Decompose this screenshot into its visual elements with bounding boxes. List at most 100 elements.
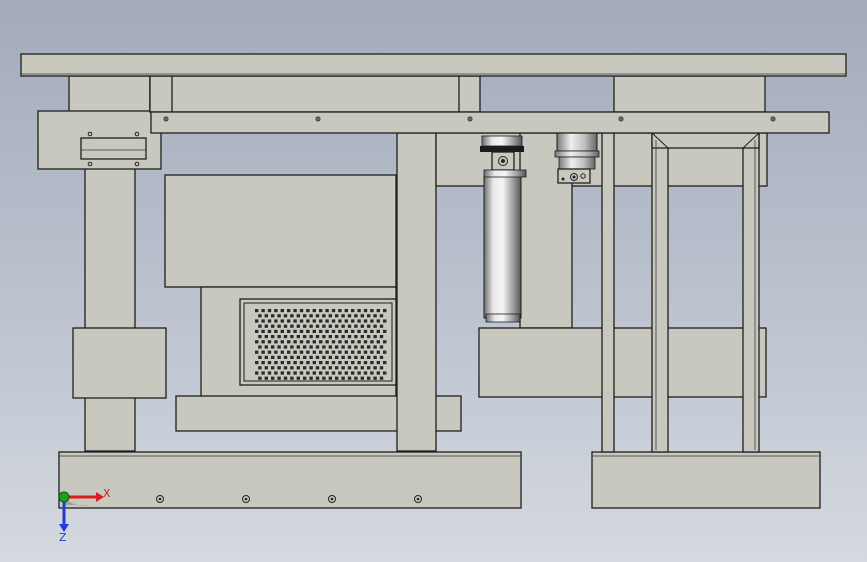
grille-hole — [277, 335, 281, 339]
grille-hole — [376, 350, 380, 354]
grille-hole — [277, 366, 281, 370]
grille-hole — [319, 319, 323, 323]
grille-hole — [338, 371, 342, 375]
grille-hole — [280, 329, 284, 333]
grille-holes — [255, 309, 387, 380]
grille-hole — [370, 361, 374, 365]
grille-hole — [283, 314, 288, 318]
grille-hole — [296, 345, 300, 349]
grille-hole — [328, 324, 332, 328]
grille-hole — [312, 361, 316, 365]
grille-hole — [367, 314, 371, 318]
grille-hole — [376, 340, 380, 344]
grille-hole — [335, 314, 339, 318]
grille-hole — [367, 335, 371, 339]
grille-hole — [267, 329, 272, 333]
grille-hole — [303, 355, 307, 359]
grille-hole — [258, 376, 262, 380]
grille-hole — [258, 366, 262, 370]
grille-hole — [322, 355, 326, 359]
grille-hole — [296, 324, 300, 328]
grille-hole — [296, 314, 300, 318]
grille-hole — [306, 309, 310, 313]
servo-motor — [554, 132, 600, 184]
grille-hole — [363, 371, 368, 375]
grille-hole — [277, 376, 281, 380]
grille-hole — [325, 371, 329, 375]
grille-hole — [347, 376, 352, 380]
grille-hole — [255, 361, 259, 365]
grille-hole — [255, 371, 259, 375]
grille-hole — [296, 366, 300, 370]
grille-hole — [347, 335, 352, 339]
grille-hole — [309, 345, 313, 349]
grille-hole — [293, 319, 297, 323]
grille-hole — [370, 319, 374, 323]
grille-hole — [309, 324, 313, 328]
grille-hole — [277, 324, 281, 328]
grille-hole — [283, 355, 288, 359]
grille-hole — [367, 345, 371, 349]
grille-hole — [258, 335, 262, 339]
grille-hole — [331, 371, 336, 375]
grille-hole — [299, 371, 304, 375]
grille-hole — [283, 324, 288, 328]
grille-hole — [271, 355, 275, 359]
grille-hole — [376, 309, 380, 313]
grille-hole — [258, 345, 262, 349]
grille-hole — [271, 324, 275, 328]
grille-hole — [306, 340, 310, 344]
grille-hole — [351, 361, 355, 365]
grille-hole — [367, 366, 371, 370]
grille-hole — [287, 329, 291, 333]
grille-hole — [303, 376, 307, 380]
grille-hole — [338, 340, 342, 344]
grille-hole — [322, 335, 326, 339]
grille-hole — [344, 361, 348, 365]
grille-hole — [383, 309, 387, 313]
grille-hole — [370, 309, 374, 313]
grille-hole — [357, 329, 361, 333]
grille-hole — [299, 340, 304, 344]
grille-hole — [373, 345, 377, 349]
grille-hole — [370, 329, 374, 333]
frame-post-right — [742, 132, 760, 453]
left-base-block — [58, 451, 522, 509]
grille-hole — [341, 335, 345, 339]
grille-hole — [363, 329, 368, 333]
grille-hole — [283, 335, 288, 339]
grille-hole — [280, 340, 284, 344]
grille-hole — [274, 350, 278, 354]
y-axis-dot — [58, 491, 70, 503]
grille-hole — [287, 350, 291, 354]
grille-hole — [306, 371, 310, 375]
grille-hole — [283, 376, 288, 380]
grille-hole — [379, 345, 384, 349]
grille-hole — [341, 324, 345, 328]
x-axis-label: X — [103, 487, 111, 500]
grille-hole — [328, 366, 332, 370]
grille-hole — [312, 371, 316, 375]
grille-hole — [290, 345, 294, 349]
grille-hole — [335, 345, 339, 349]
grille-hole — [354, 376, 358, 380]
grille-hole — [264, 314, 268, 318]
grille-hole — [315, 314, 320, 318]
grille-hole — [299, 361, 304, 365]
grille-hole — [315, 324, 320, 328]
frame-post-left — [651, 132, 669, 453]
grille-hole — [341, 345, 345, 349]
grille-hole — [322, 314, 326, 318]
grille-hole — [351, 340, 355, 344]
grille-hole — [283, 345, 288, 349]
grille-hole — [379, 314, 384, 318]
grille-hole — [312, 350, 316, 354]
grille-hole — [258, 324, 262, 328]
grille-hole — [360, 355, 364, 359]
grille-hole — [335, 335, 339, 339]
grille-hole — [354, 366, 358, 370]
grille-hole — [274, 329, 278, 333]
grille-hole — [360, 314, 364, 318]
grille-hole — [274, 340, 278, 344]
